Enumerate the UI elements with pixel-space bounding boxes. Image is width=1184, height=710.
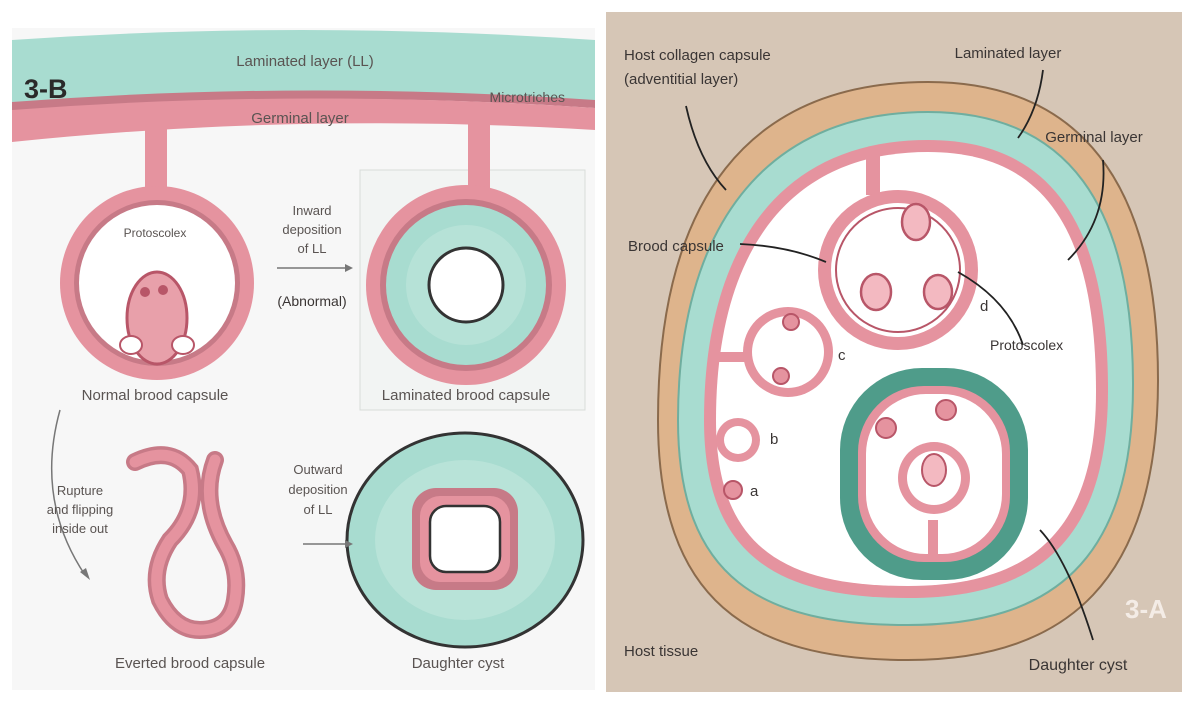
germinal-layer-label: Germinal layer [251,110,349,127]
outward-deposition-line-2: deposition [288,482,347,497]
daughter-cyst-label-3a: Daughter cyst [1029,657,1128,674]
brood-capsule-b-lumen [724,426,752,454]
daughter-cyst [840,368,1028,580]
laminated-brood-capsule-label: Laminated brood capsule [382,387,550,404]
daughter-cyst-figure [347,433,583,647]
panel-3a-hydatid-cyst-structure: Host collagen capsule (adventitial layer… [598,0,1184,710]
germinal-layer-label-3a: Germinal layer [1045,129,1143,146]
everted-brood-capsule-label: Everted brood capsule [115,655,265,672]
stage-a-label: a [750,483,759,500]
stage-b-label: b [770,431,778,448]
panel-3b-tag: 3-B [24,74,68,104]
stage-c-label: c [838,347,846,364]
rupture-line-3: inside out [52,521,108,536]
brood-capsule-a [724,481,742,499]
laminated-layer-label-3a: Laminated layer [955,45,1062,62]
abnormal-label: (Abnormal) [277,293,346,309]
host-collagen-capsule-label-2: (adventitial layer) [624,71,738,88]
panel-3a-figure: Host collagen capsule (adventitial layer… [598,0,1184,710]
outward-deposition-line-1: Outward [293,462,342,477]
panel-3b-brood-capsule-development: 3-B Laminated layer (LL) Microtriches Ge… [0,0,598,710]
protoscolex-label-3a: Protoscolex [990,337,1063,353]
normal-brood-capsule-label: Normal brood capsule [82,387,229,404]
microtriches-label: Microtriches [490,89,565,105]
inward-deposition-line-2: deposition [282,222,341,237]
brood-capsule-label: Brood capsule [628,238,724,255]
panel-3b-figure: 3-B Laminated layer (LL) Microtriches Ge… [0,0,598,710]
stage-d-label: d [980,298,988,315]
panel-3a-tag: 3-A [1125,594,1167,624]
rupture-line-2: and flipping [47,502,114,517]
protoscolex-label: Protoscolex [124,226,187,240]
inward-deposition-line-1: Inward [292,203,331,218]
host-collagen-capsule-label-1: Host collagen capsule [624,47,771,64]
daughter-cyst-label-3b: Daughter cyst [412,655,505,672]
laminated-layer-label: Laminated layer (LL) [236,53,374,70]
inward-deposition-line-3: of LL [298,241,327,256]
normal-brood-capsule [60,186,254,380]
laminated-brood-capsule [366,185,566,385]
outward-deposition-line-3: of LL [304,502,333,517]
host-tissue-label: Host tissue [624,643,698,660]
rupture-line-1: Rupture [57,483,103,498]
